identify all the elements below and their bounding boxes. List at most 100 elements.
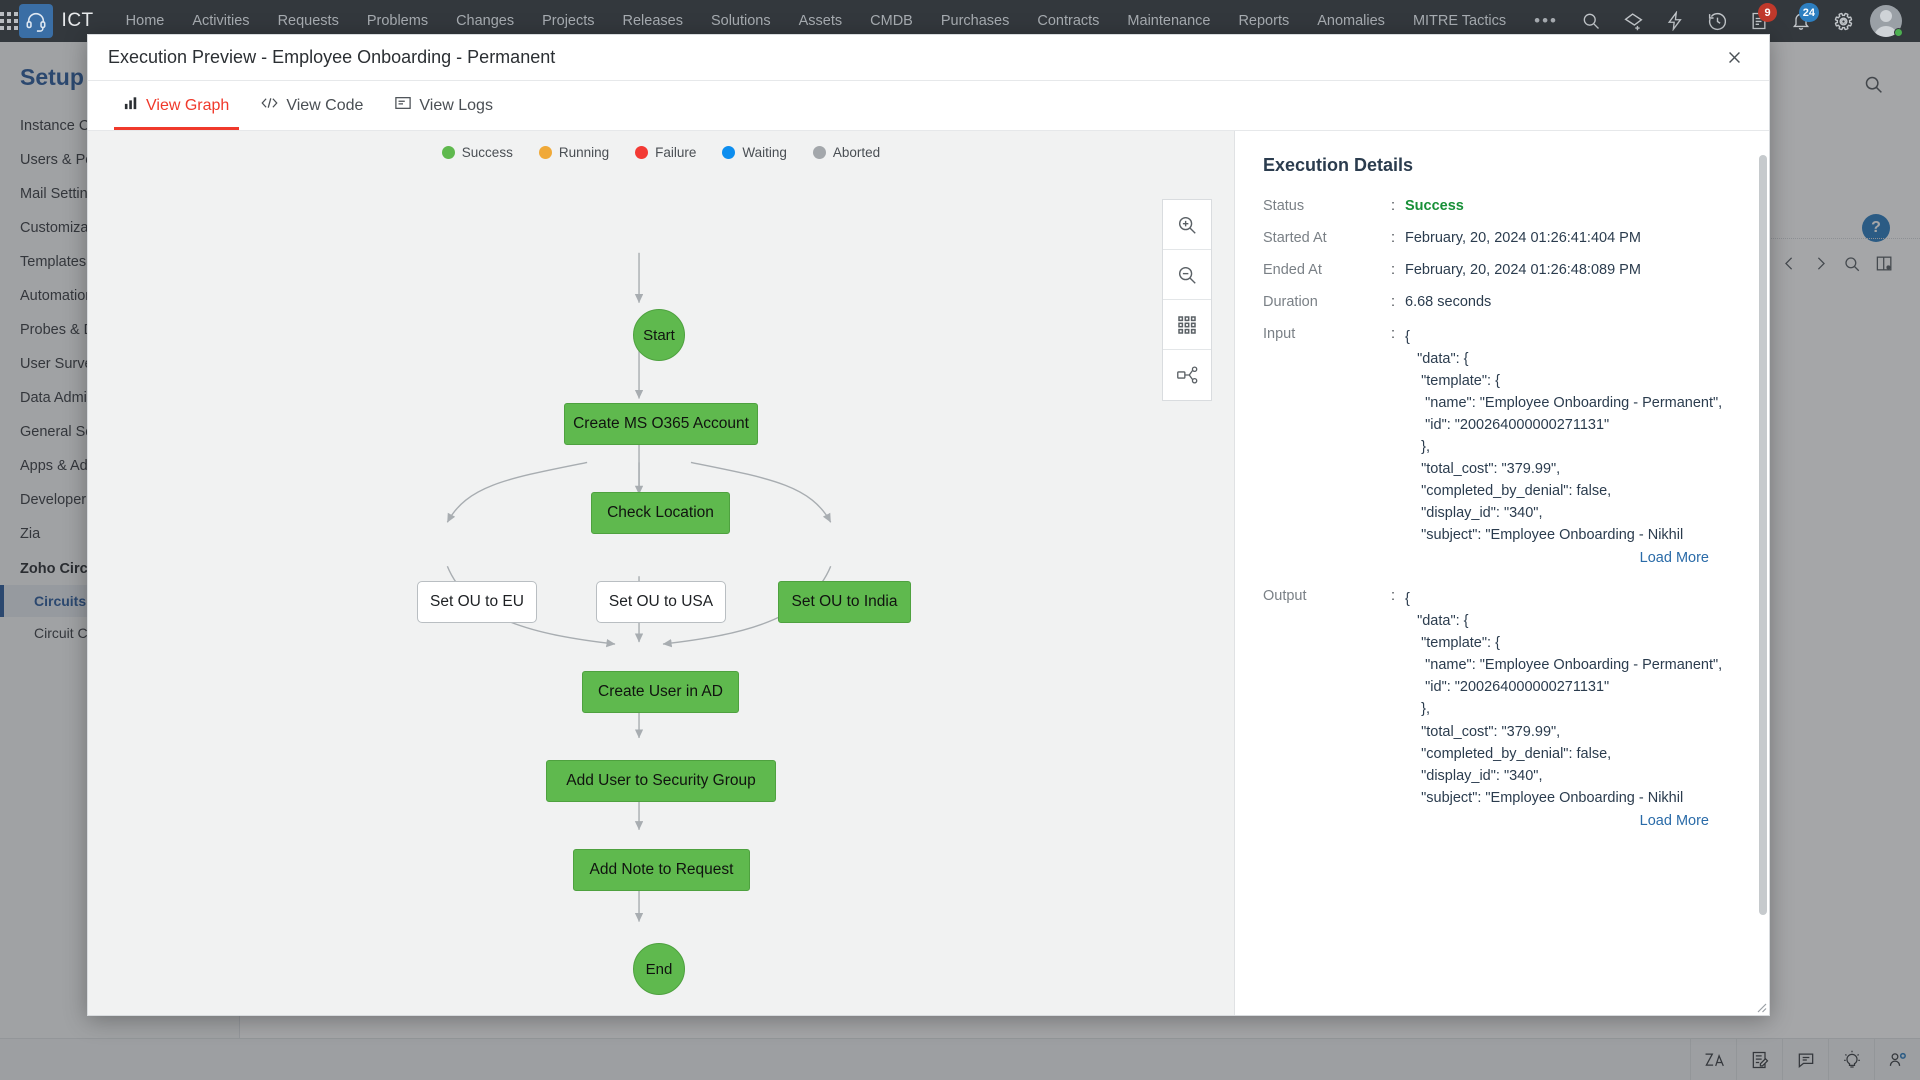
grid-toggle-icon[interactable] bbox=[1163, 300, 1211, 350]
legend-dot-success bbox=[441, 146, 455, 159]
prev-page-icon[interactable] bbox=[1781, 255, 1798, 272]
status-legend: Success Running Failure Waiting Aborted bbox=[88, 145, 1234, 160]
nav-item-activities[interactable]: Activities bbox=[192, 13, 250, 29]
graph-node-set-ou-to-usa[interactable]: Set OU to USA bbox=[596, 581, 726, 623]
nav-item-purchases[interactable]: Purchases bbox=[940, 13, 1010, 29]
zoom-in-icon[interactable] bbox=[1163, 200, 1211, 250]
graph-node-check-location[interactable]: Check Location bbox=[591, 492, 730, 534]
grid-apps-icon[interactable] bbox=[0, 12, 19, 30]
sidebar-item-user-surveys[interactable]: User Surveys bbox=[20, 356, 108, 372]
modal-resize-handle[interactable] bbox=[1753, 999, 1767, 1013]
brand-logo-area[interactable]: ICT bbox=[18, 4, 112, 38]
logs-icon bbox=[395, 96, 412, 115]
modal-body: Success Running Failure Waiting Aborted bbox=[88, 131, 1769, 1015]
graph-node-create-ms-o365-account[interactable]: Create MS O365 Account bbox=[564, 403, 758, 445]
nav-item-solutions[interactable]: Solutions bbox=[710, 13, 771, 29]
nav-item-cmdb[interactable]: CMDB bbox=[870, 13, 913, 29]
modal-tabs: View Graph View Code View Logs bbox=[88, 81, 1769, 131]
graph-node-add-user-to-security-group[interactable]: Add User to Security Group bbox=[546, 760, 776, 802]
detail-colon: : bbox=[1391, 326, 1396, 342]
graph-node-start[interactable]: Start bbox=[633, 309, 685, 361]
scrollbar-thumb[interactable] bbox=[1759, 155, 1767, 915]
detail-colon: : bbox=[1391, 294, 1396, 310]
node-label: Set OU to EU bbox=[430, 593, 524, 610]
bell-notification-icon[interactable]: 24 bbox=[1782, 0, 1820, 42]
top-nav-actions: 9 24 bbox=[1572, 0, 1920, 42]
gear-settings-icon[interactable] bbox=[1824, 0, 1862, 42]
tab-view-logs[interactable]: View Logs bbox=[379, 81, 509, 130]
detail-colon: : bbox=[1391, 230, 1396, 246]
column-settings-icon[interactable] bbox=[1875, 254, 1894, 273]
nav-item-contracts[interactable]: Contracts bbox=[1037, 13, 1100, 29]
close-icon[interactable] bbox=[1717, 41, 1751, 75]
nav-item-reports[interactable]: Reports bbox=[1238, 13, 1290, 29]
next-page-icon[interactable] bbox=[1812, 255, 1829, 272]
history-clock-icon[interactable] bbox=[1698, 0, 1736, 42]
sidebar-item-templates[interactable]: Templates bbox=[20, 254, 87, 270]
help-button[interactable]: ? bbox=[1862, 214, 1890, 242]
nav-item-assets[interactable]: Assets bbox=[798, 13, 843, 29]
graph-toolbar bbox=[1162, 199, 1212, 401]
nav-item-mitre-tactics[interactable]: MITRE Tactics bbox=[1412, 13, 1507, 29]
sidebar-item-automation[interactable]: Automation bbox=[20, 288, 94, 304]
input-load-more-link[interactable]: Load More bbox=[1639, 550, 1709, 567]
input-json: { "data": { "template": { "name": "Emplo… bbox=[1405, 329, 1723, 544]
graph-node-create-user-in-ad[interactable]: Create User in AD bbox=[582, 671, 739, 713]
lightbulb-tips-icon[interactable] bbox=[1828, 1038, 1874, 1080]
nav-item-home[interactable]: Home bbox=[125, 13, 165, 29]
graph-node-end[interactable]: End bbox=[633, 943, 685, 995]
graph-node-set-ou-to-eu[interactable]: Set OU to EU bbox=[417, 581, 537, 623]
nav-more-icon[interactable]: ••• bbox=[1534, 11, 1558, 30]
content-header bbox=[240, 42, 1920, 182]
nav-item-projects[interactable]: Projects bbox=[542, 13, 595, 29]
add-ticket-icon[interactable] bbox=[1614, 0, 1652, 42]
approvals-icon[interactable]: 9 bbox=[1740, 0, 1778, 42]
details-scrollbar[interactable] bbox=[1759, 131, 1767, 1015]
detail-label: Input bbox=[1263, 326, 1296, 342]
legend-dot-aborted bbox=[812, 146, 826, 159]
lightning-icon[interactable] bbox=[1656, 0, 1694, 42]
detail-label: Duration bbox=[1263, 294, 1318, 310]
zoom-out-icon[interactable] bbox=[1163, 250, 1211, 300]
search-icon[interactable] bbox=[1843, 255, 1861, 273]
tab-view-graph[interactable]: View Graph bbox=[108, 81, 245, 130]
legend-item-failure: Failure bbox=[635, 145, 696, 160]
node-label: Add Note to Request bbox=[589, 861, 734, 878]
node-label: Check Location bbox=[607, 504, 714, 521]
detail-label: Ended At bbox=[1263, 262, 1322, 278]
nav-item-maintenance[interactable]: Maintenance bbox=[1127, 13, 1211, 29]
detail-value: 6.68 seconds bbox=[1405, 294, 1492, 310]
nav-item-anomalies[interactable]: Anomalies bbox=[1317, 13, 1385, 29]
graph-node-set-ou-to-india[interactable]: Set OU to India bbox=[778, 581, 911, 623]
detail-colon: : bbox=[1391, 262, 1396, 278]
nav-item-releases[interactable]: Releases bbox=[622, 13, 683, 29]
nav-item-changes[interactable]: Changes bbox=[456, 13, 515, 29]
detail-colon: : bbox=[1391, 198, 1396, 214]
sidebar-item-zia[interactable]: Zia bbox=[20, 526, 41, 542]
node-label: Start bbox=[643, 326, 675, 344]
nav-item-requests[interactable]: Requests bbox=[277, 13, 339, 29]
nav-item-problems[interactable]: Problems bbox=[366, 13, 429, 29]
auto-layout-icon[interactable] bbox=[1163, 350, 1211, 400]
tab-view-code[interactable]: View Code bbox=[245, 81, 379, 130]
legend-label: Failure bbox=[655, 145, 697, 160]
tab-label: View Graph bbox=[146, 96, 230, 114]
search-icon[interactable] bbox=[1863, 74, 1884, 100]
detail-label: Status bbox=[1263, 198, 1305, 214]
sidebar-item-developer[interactable]: Developer bbox=[20, 492, 87, 508]
sidebar-item-mail-settings[interactable]: Mail Settings bbox=[20, 186, 104, 202]
output-load-more-link[interactable]: Load More bbox=[1639, 812, 1709, 829]
execution-details-pane: Execution Details Status : Success Start… bbox=[1235, 131, 1769, 1015]
zia-assistant-icon[interactable] bbox=[1690, 1038, 1736, 1080]
modal-header: Execution Preview - Employee Onboarding … bbox=[88, 35, 1769, 81]
search-icon[interactable] bbox=[1572, 0, 1610, 42]
graph-node-add-note-to-request[interactable]: Add Note to Request bbox=[573, 849, 750, 891]
user-avatar[interactable] bbox=[1866, 0, 1906, 42]
bottom-status-bar bbox=[0, 1038, 1920, 1080]
node-label: End bbox=[645, 960, 673, 978]
legend-label: Waiting bbox=[742, 145, 787, 160]
add-contact-icon[interactable] bbox=[1874, 1038, 1920, 1080]
tab-label: View Code bbox=[286, 96, 364, 114]
edit-note-icon[interactable] bbox=[1736, 1038, 1782, 1080]
chat-icon[interactable] bbox=[1782, 1038, 1828, 1080]
